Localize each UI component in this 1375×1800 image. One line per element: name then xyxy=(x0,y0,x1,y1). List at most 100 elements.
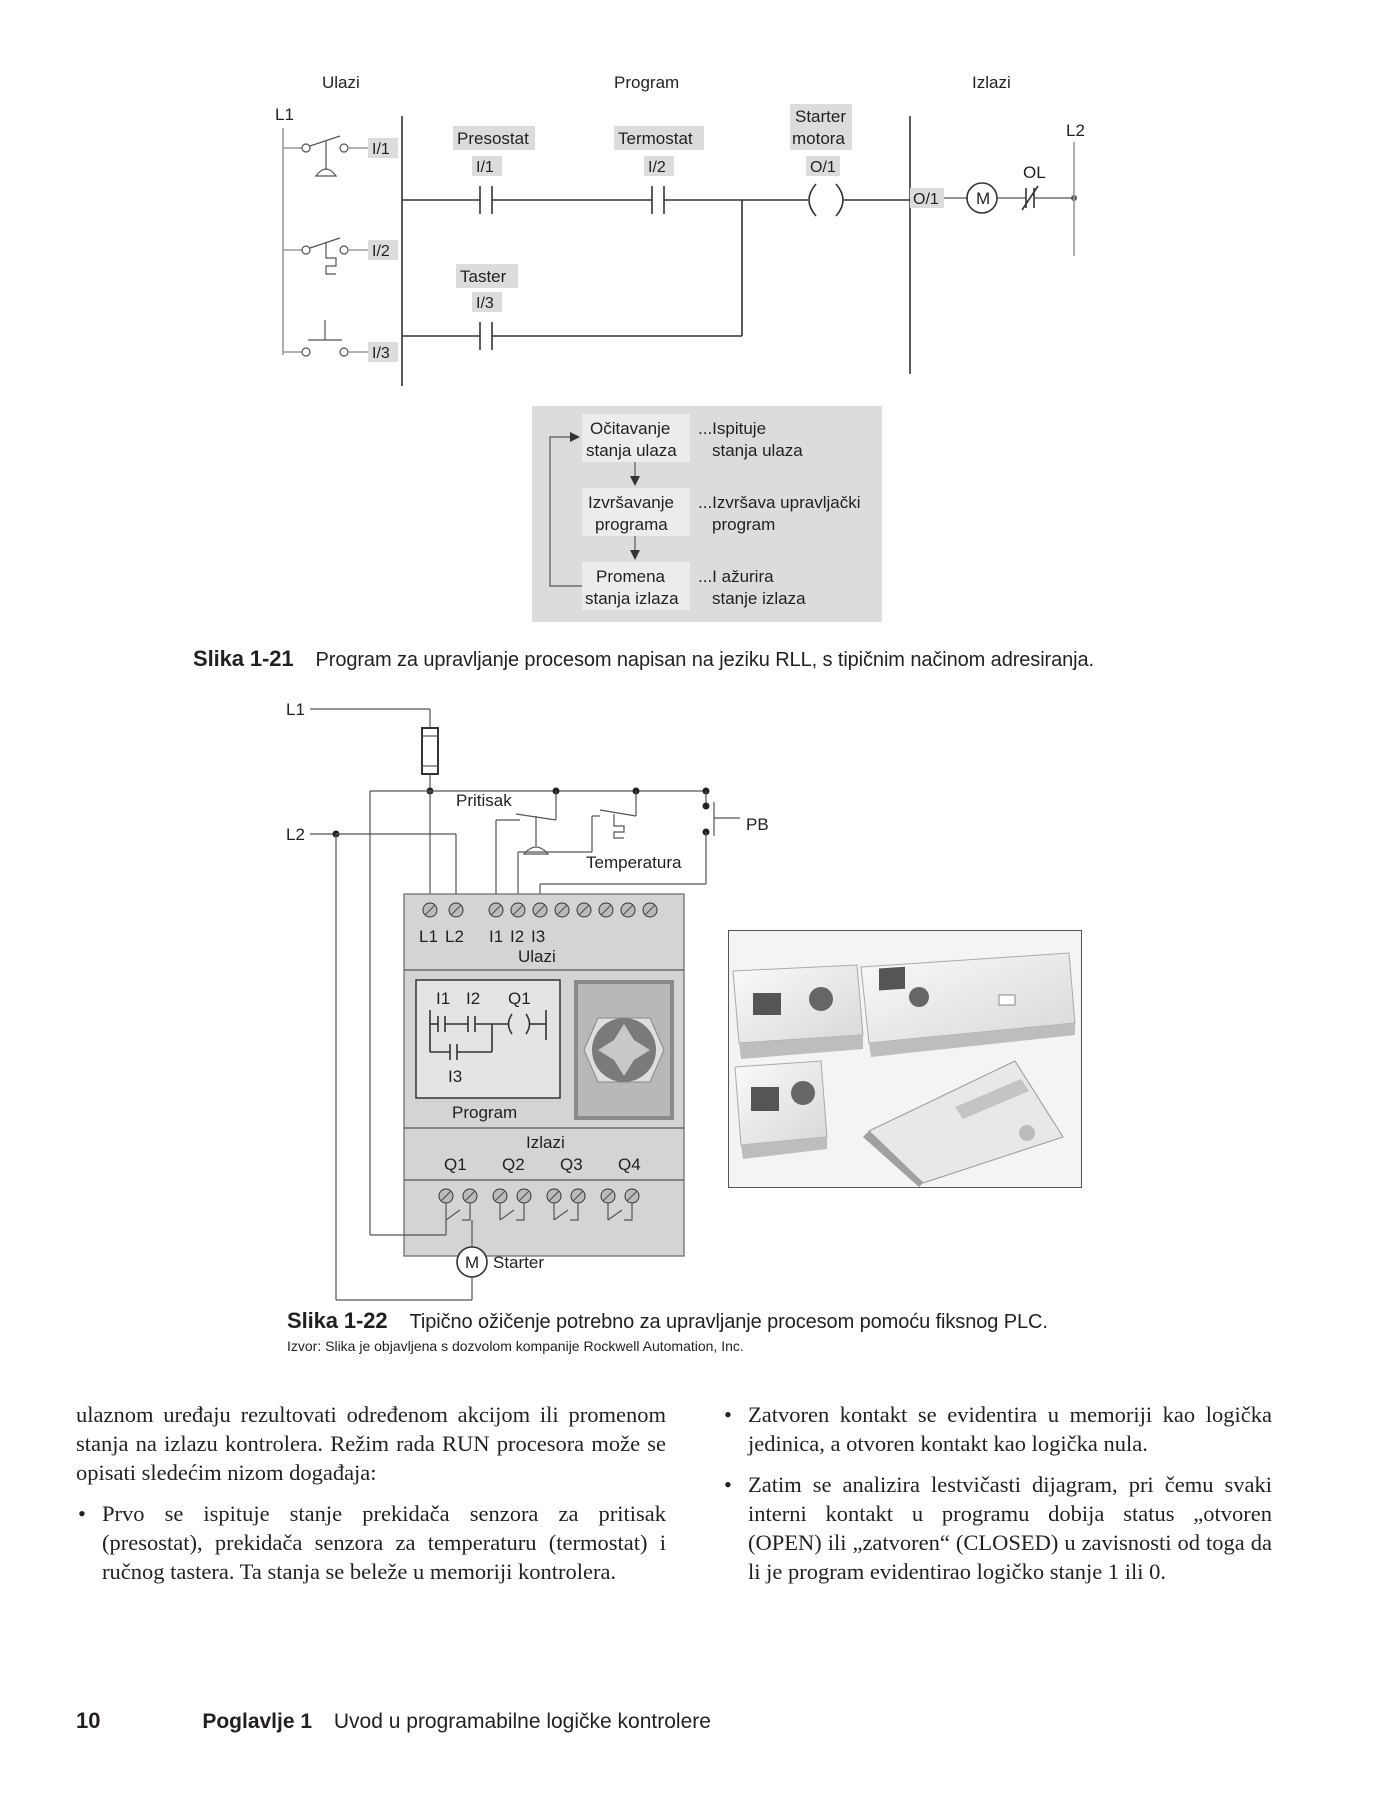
temperature-switch-symbol xyxy=(283,237,368,275)
svg-text:I/3: I/3 xyxy=(372,345,390,362)
svg-text:programa: programa xyxy=(595,515,668,534)
page-footer: 10 Poglavlje 1 Uvod u programabilne logi… xyxy=(76,1708,711,1734)
contact-termostat: Termostat I/2 xyxy=(614,126,704,176)
svg-text:Presostat: Presostat xyxy=(457,129,529,148)
right-bullet-list: Zatvoren kontakt se evidentira u memorij… xyxy=(722,1400,1272,1586)
body-left-column: ulaznom uređaju rezultovati određenom ak… xyxy=(76,1400,666,1598)
output-q1: Q1 xyxy=(444,1155,467,1174)
rail-l2-label: L2 xyxy=(1066,121,1085,140)
svg-text:M: M xyxy=(976,189,990,208)
svg-text:stanja izlaza: stanja izlaza xyxy=(585,589,679,608)
svg-text:Q1: Q1 xyxy=(508,989,531,1008)
caption-text: Tipično ožičenje potrebno za upravljanje… xyxy=(409,1311,1048,1333)
outputs-label: Izlazi xyxy=(526,1133,565,1152)
svg-text:...Izvršava upravljački: ...Izvršava upravljački xyxy=(698,493,861,512)
svg-text:I/1: I/1 xyxy=(372,141,390,158)
chapter-label: Poglavlje 1 xyxy=(202,1710,313,1733)
svg-text:O/1: O/1 xyxy=(913,191,939,208)
l1-label: L1 xyxy=(286,700,305,719)
svg-text:Starter: Starter xyxy=(493,1253,544,1272)
figure-1-22-wiring: L1 L2 Pritisak Temperatura xyxy=(286,700,769,1301)
coil-starter-motora: Starter motora O/1 xyxy=(790,104,852,176)
body-right-column: Zatvoren kontakt se evidentira u memorij… xyxy=(722,1400,1272,1598)
fuse-symbol xyxy=(421,727,439,775)
header-inputs: Ulazi xyxy=(322,73,360,92)
svg-text:L2: L2 xyxy=(445,927,464,946)
figure-1-21-caption: Slika 1-21 Program za upravljanje proceso… xyxy=(193,646,1094,672)
motor-starter: M Starter xyxy=(456,1246,544,1278)
bullet-item: Zatvoren kontakt se evidentira u memorij… xyxy=(722,1400,1272,1458)
bullet-item: Prvo se ispituje stanje prekidača senzor… xyxy=(76,1499,666,1586)
scan-step-1: Očitavanje stanja ulaza ...Ispituje stan… xyxy=(586,419,803,460)
svg-text:I3: I3 xyxy=(531,927,545,946)
rail-l1-label: L1 xyxy=(275,105,294,124)
temperature-sensor-switch: Temperatura xyxy=(517,791,682,910)
contact-taster: Taster I/3 xyxy=(456,264,518,312)
svg-text:PB: PB xyxy=(746,815,769,834)
svg-text:OL: OL xyxy=(1023,163,1046,182)
svg-text:...Ispituje: ...Ispituje xyxy=(698,419,766,438)
inputs-label: Ulazi xyxy=(518,947,556,966)
field-input-i2: I/2 xyxy=(368,240,398,260)
caption-label: Slika 1-21 xyxy=(193,646,294,671)
chapter-title: Uvod u programabilne logičke kontrolere xyxy=(333,1710,711,1733)
output-circuit: O/1 M OL xyxy=(910,142,1077,256)
svg-text:stanja ulaza: stanja ulaza xyxy=(712,441,803,460)
svg-text:stanje izlaza: stanje izlaza xyxy=(712,589,806,608)
svg-text:I/2: I/2 xyxy=(372,243,390,260)
l2-label: L2 xyxy=(286,825,305,844)
output-q3: Q3 xyxy=(560,1155,583,1174)
svg-text:L1: L1 xyxy=(419,927,438,946)
plc-keypad xyxy=(574,980,674,1120)
output-q4: Q4 xyxy=(618,1155,641,1174)
header-program: Program xyxy=(614,73,679,92)
caption-text: Program za upravljanje procesom napisan … xyxy=(315,649,1095,671)
figure-1-22-caption: Slika 1-22 Tipično ožičenje potrebno za u… xyxy=(287,1308,1048,1334)
svg-text:program: program xyxy=(712,515,775,534)
rung-2-branch xyxy=(402,200,743,350)
svg-text:Pritisak: Pritisak xyxy=(456,791,512,810)
plc-lcd-ladder xyxy=(415,979,561,1099)
svg-text:M: M xyxy=(465,1253,479,1272)
rung-1 xyxy=(402,183,910,217)
body-paragraph: ulaznom uređaju rezultovati određenom ak… xyxy=(76,1402,666,1485)
output-q2: Q2 xyxy=(502,1155,525,1174)
svg-text:Termostat: Termostat xyxy=(618,129,693,148)
svg-text:I1: I1 xyxy=(489,927,503,946)
svg-text:stanja ulaza: stanja ulaza xyxy=(586,441,677,460)
svg-text:Izvršavanje: Izvršavanje xyxy=(588,493,674,512)
field-input-i3: I/3 xyxy=(368,342,398,362)
svg-text:Temperatura: Temperatura xyxy=(586,853,682,872)
pushbutton-pb: PB xyxy=(539,791,769,910)
svg-text:I1: I1 xyxy=(436,989,450,1008)
svg-text:motora: motora xyxy=(792,129,845,148)
figure-1-21-ladder: Ulazi Program Izlazi L1 L2 I/1 I/2 xyxy=(275,73,1085,622)
input-terminals xyxy=(422,902,658,918)
pressure-switch-symbol xyxy=(283,135,368,177)
pressure-sensor-switch: Pritisak xyxy=(456,791,557,910)
scan-cycle-box: Očitavanje stanja ulaza ...Ispituje stan… xyxy=(532,406,882,622)
contact-presostat: Presostat I/1 xyxy=(453,126,535,176)
pushbutton-symbol xyxy=(283,320,368,357)
output-terminals xyxy=(438,1188,640,1221)
svg-text:Očitavanje: Očitavanje xyxy=(590,419,670,438)
svg-text:I3: I3 xyxy=(448,1067,462,1086)
svg-text:Starter: Starter xyxy=(795,107,846,126)
page-number: 10 xyxy=(76,1708,101,1733)
svg-text:I/2: I/2 xyxy=(648,159,666,176)
field-input-i1: I/1 xyxy=(368,138,398,158)
plc-module: L1 L2 I1 I2 I3 Ulazi I1 I2 Q1 I3 Program xyxy=(403,893,685,1257)
svg-text:I2: I2 xyxy=(510,927,524,946)
scan-step-2: Izvršavanje programa ...Izvršava upravlj… xyxy=(588,493,861,534)
left-bullet-list: Prvo se ispituje stanje prekidača senzor… xyxy=(76,1499,666,1586)
bullet-item: Zatim se analizira lestvičasti dijagram,… xyxy=(722,1470,1272,1586)
plc-product-photo xyxy=(728,930,1082,1188)
svg-text:O/1: O/1 xyxy=(810,159,836,176)
svg-text:Taster: Taster xyxy=(460,267,507,286)
caption-label: Slika 1-22 xyxy=(287,1308,388,1333)
program-label: Program xyxy=(452,1103,517,1122)
svg-text:...I ažurira: ...I ažurira xyxy=(698,567,774,586)
svg-text:I/1: I/1 xyxy=(476,159,494,176)
header-outputs: Izlazi xyxy=(972,73,1011,92)
svg-text:I/3: I/3 xyxy=(476,295,494,312)
